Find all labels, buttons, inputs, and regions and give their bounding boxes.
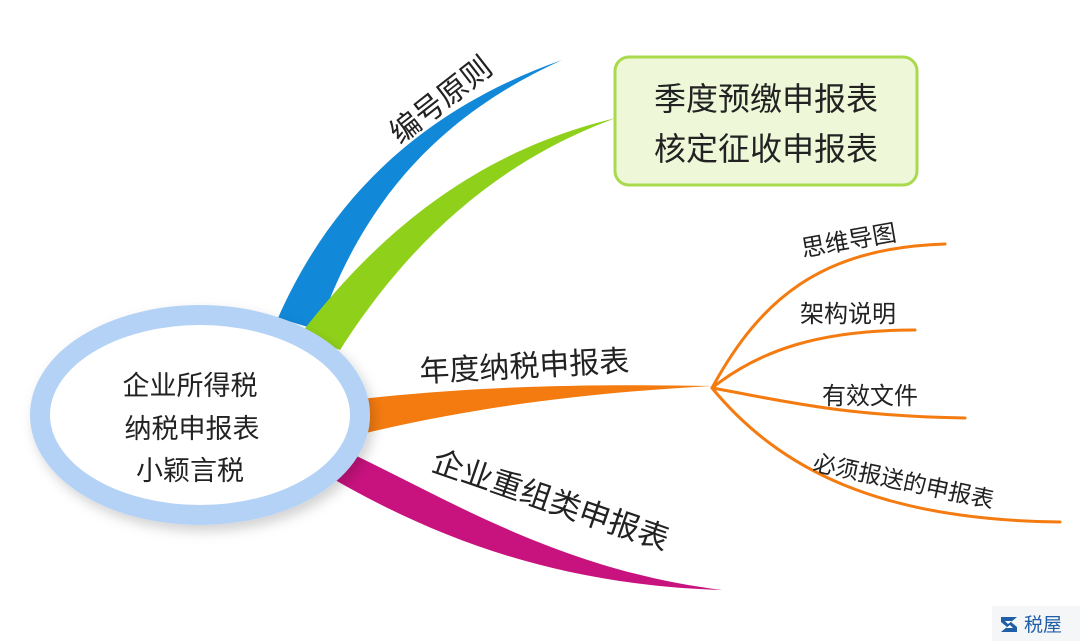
central-line-2: 纳税申报表 xyxy=(125,414,260,445)
branch-numbering xyxy=(278,60,562,330)
quarterly-line-2: 核定征收申报表 xyxy=(654,130,878,168)
child-valid-docs[interactable]: 有效文件 xyxy=(822,382,918,410)
child-mindmap[interactable]: 思维导图 xyxy=(799,219,898,263)
branch-quarterly xyxy=(300,118,616,350)
sub-branch-required-forms xyxy=(710,386,1062,524)
child-architecture[interactable]: 架构说明 xyxy=(800,300,896,328)
central-line-1: 企业所得税 xyxy=(123,371,258,402)
sub-branch-valid-docs xyxy=(710,386,967,420)
quarterly-line-1: 季度预缴申报表 xyxy=(654,80,878,118)
quarterly-box[interactable] xyxy=(613,55,919,187)
branch-annual xyxy=(352,385,712,435)
logo-s-icon xyxy=(1001,616,1017,632)
sub-branch-mindmap xyxy=(710,242,947,390)
central-node[interactable] xyxy=(30,305,370,525)
watermark: 税屋 xyxy=(992,606,1080,641)
branch-restructuring xyxy=(335,448,722,590)
watermark-text: 税屋 xyxy=(1024,614,1063,636)
annual-label[interactable]: 年度纳税申报表 xyxy=(419,344,631,390)
sub-branch-architecture xyxy=(710,328,917,390)
central-line-3: 小颖言税 xyxy=(136,456,244,487)
